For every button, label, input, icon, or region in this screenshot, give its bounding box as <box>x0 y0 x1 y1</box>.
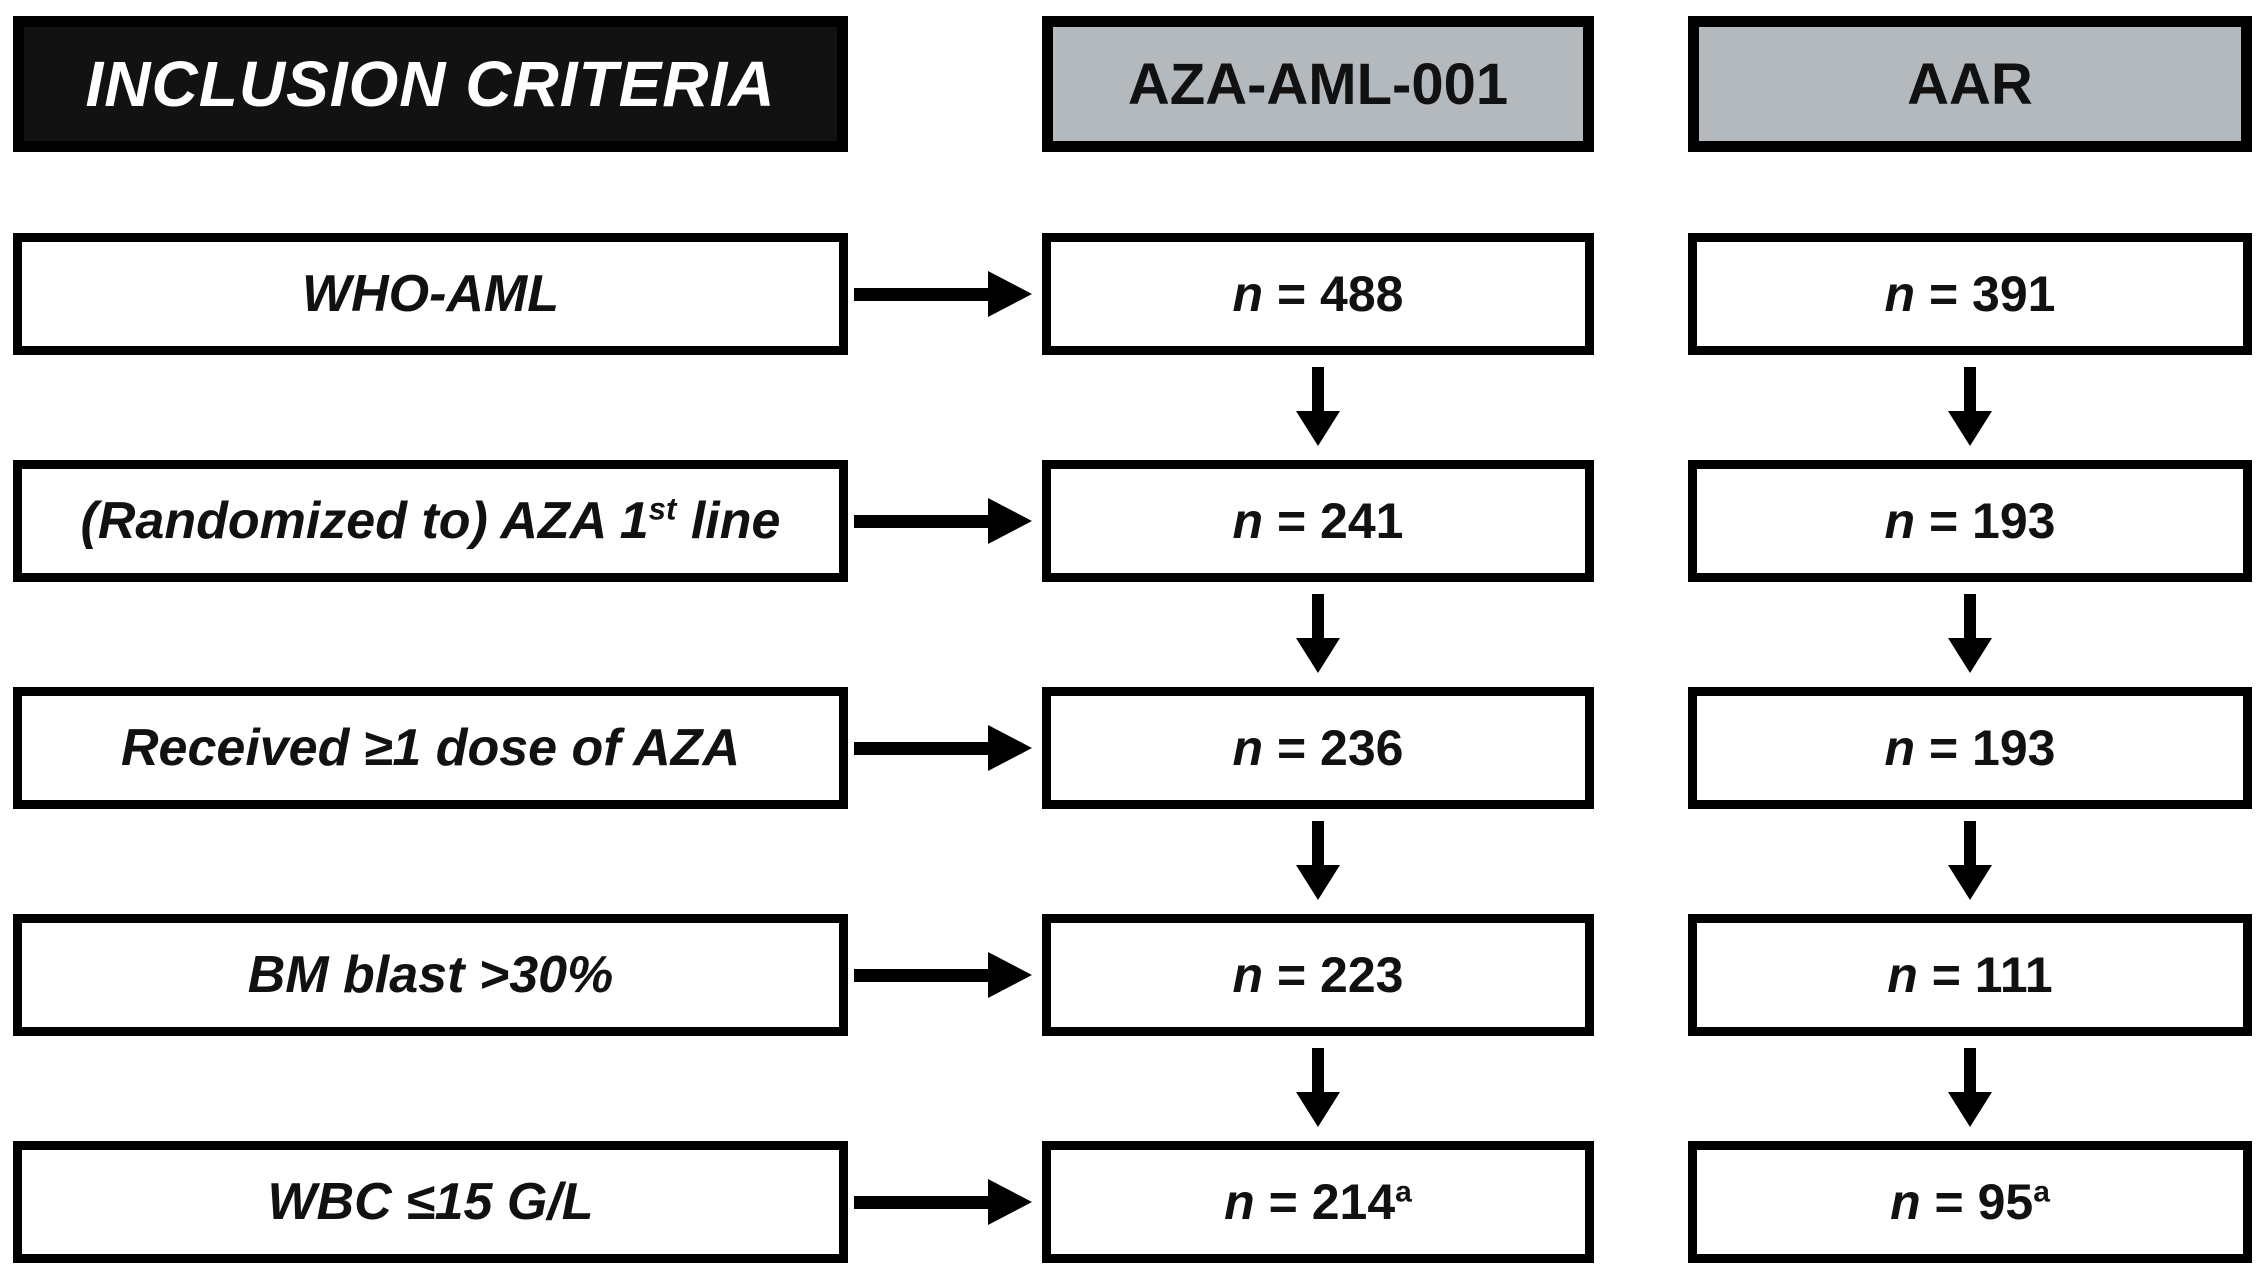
count-box-aar-row3: n = 111 <box>1688 914 2252 1036</box>
count-label: n = 488 <box>1232 266 1404 322</box>
count-box-aza-row3: n = 223 <box>1042 914 1594 1036</box>
count-label: n = 111 <box>1887 947 2053 1003</box>
criterion-box-who-aml: WHO-AML <box>13 233 848 355</box>
count-label: n = 391 <box>1884 266 2056 322</box>
arrow-down-icon <box>1940 594 2000 674</box>
arrow-down-icon <box>1288 367 1348 447</box>
count-box-aza-row1: n = 241 <box>1042 460 1594 582</box>
criterion-label: BM blast >30% <box>247 946 614 1004</box>
column-header-label: AAR <box>1907 51 2033 117</box>
arrow-right-icon <box>852 491 1034 551</box>
page-title: INCLUSION CRITERIA <box>85 48 776 120</box>
count-label: n = 223 <box>1232 947 1404 1003</box>
count-label: n = 95a <box>1890 1174 2050 1230</box>
count-box-aza-row4: n = 214a <box>1042 1141 1594 1263</box>
criterion-box-randomized-aza-first-line: (Randomized to) AZA 1st line <box>13 460 848 582</box>
arrow-down-icon <box>1940 1048 2000 1128</box>
arrow-right-icon <box>852 264 1034 324</box>
criterion-box-bm-blast: BM blast >30% <box>13 914 848 1036</box>
arrow-right-icon <box>852 1172 1034 1232</box>
arrow-right-icon <box>852 718 1034 778</box>
criterion-label: WBC ≤15 G/L <box>267 1173 594 1231</box>
count-box-aza-row2: n = 236 <box>1042 687 1594 809</box>
count-box-aza-row0: n = 488 <box>1042 233 1594 355</box>
arrow-down-icon <box>1288 821 1348 901</box>
arrow-down-icon <box>1288 594 1348 674</box>
arrow-down-icon <box>1940 367 2000 447</box>
column-header-aza-aml-001: AZA-AML-001 <box>1042 16 1594 152</box>
column-header-label: AZA-AML-001 <box>1127 51 1509 117</box>
arrow-down-icon <box>1288 1048 1348 1128</box>
count-box-aar-row0: n = 391 <box>1688 233 2252 355</box>
count-box-aar-row2: n = 193 <box>1688 687 2252 809</box>
count-label: n = 236 <box>1232 720 1404 776</box>
criterion-box-received-dose-aza: Received ≥1 dose of AZA <box>13 687 848 809</box>
count-label: n = 193 <box>1884 493 2056 549</box>
arrow-down-icon <box>1940 821 2000 901</box>
title-box: INCLUSION CRITERIA <box>13 16 848 152</box>
criterion-label: WHO-AML <box>301 265 560 323</box>
column-header-aar: AAR <box>1688 16 2252 152</box>
criterion-label: (Randomized to) AZA 1st line <box>80 491 781 550</box>
criterion-label: Received ≥1 dose of AZA <box>121 719 740 777</box>
count-label: n = 214a <box>1224 1174 1412 1230</box>
count-label: n = 193 <box>1884 720 2056 776</box>
count-box-aar-row4: n = 95a <box>1688 1141 2252 1263</box>
count-label: n = 241 <box>1232 493 1404 549</box>
count-box-aar-row1: n = 193 <box>1688 460 2252 582</box>
criterion-box-wbc: WBC ≤15 G/L <box>13 1141 848 1263</box>
arrow-right-icon <box>852 945 1034 1005</box>
